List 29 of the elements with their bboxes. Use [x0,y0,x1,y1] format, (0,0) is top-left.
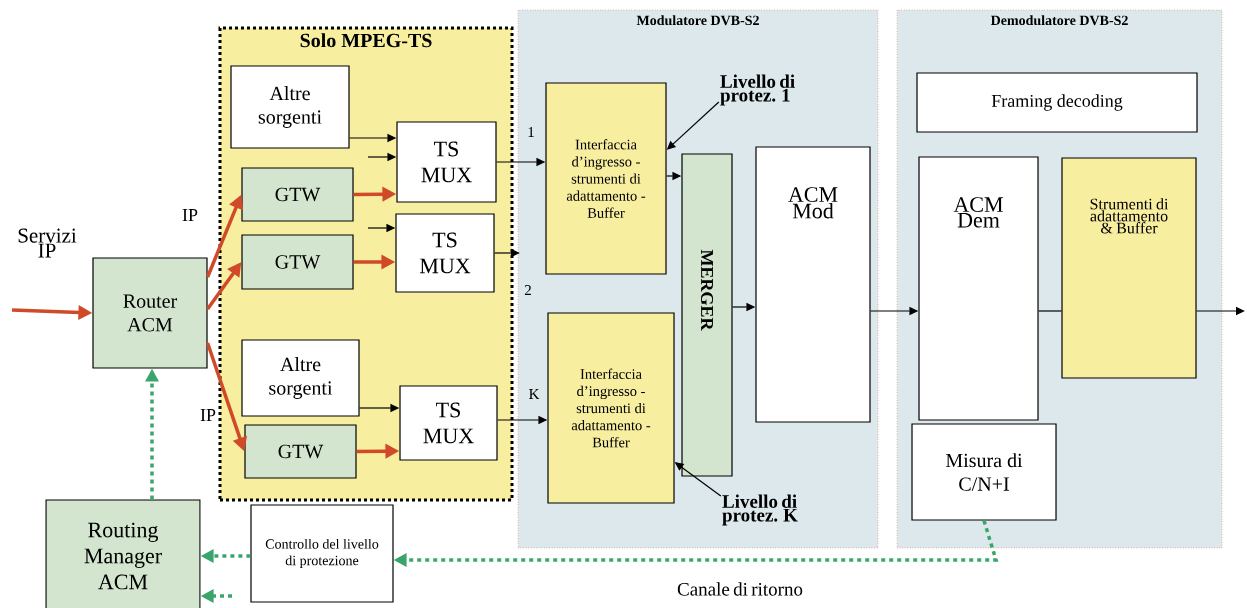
process-box: Strumenti di adattamento & Buffer [1061,157,1197,379]
edge-label: K [529,389,540,399]
process-box: TS MUX [396,121,497,203]
process-box: Framing decoding [916,72,1198,133]
process-box: Misura di C/N+I [911,423,1057,521]
process-box: Interfaccia d’ingresso - strumenti di adattamento - Buffer [547,312,675,504]
connector-line [1038,310,1062,312]
process-box: TS MUX [399,385,498,461]
process-box: Routing Manager ACM [45,499,201,608]
process-box: Controllo del livello di protezione [250,504,394,603]
callout-text: Livello di protez. 1 [720,74,795,106]
edge-label: IP [182,209,198,221]
edge-label: Canale di ritorno [677,582,803,596]
edge-label: Servizi IP [18,228,77,258]
process-box: GTW [241,167,354,222]
process-box: Router ACM [92,257,208,369]
edge-label: 1 [528,127,534,137]
process-box: TS MUX [395,213,495,293]
merger-box: MERGER [681,153,733,477]
process-box: ACM Dem [918,156,1039,421]
edge-label: IP [200,409,216,421]
process-box: Interfaccia d’ingresso - strumenti di adattamento - Buffer [545,82,667,275]
process-box: Altre sorgenti [241,339,360,417]
process-box: Altre sorgenti [230,65,350,149]
edge-label: 2 [524,285,531,295]
process-box: GTW [241,234,354,290]
callout-text: Livello di protez. K [722,494,798,526]
process-box: ACM Mod [755,146,871,423]
process-box: GTW [244,424,357,479]
